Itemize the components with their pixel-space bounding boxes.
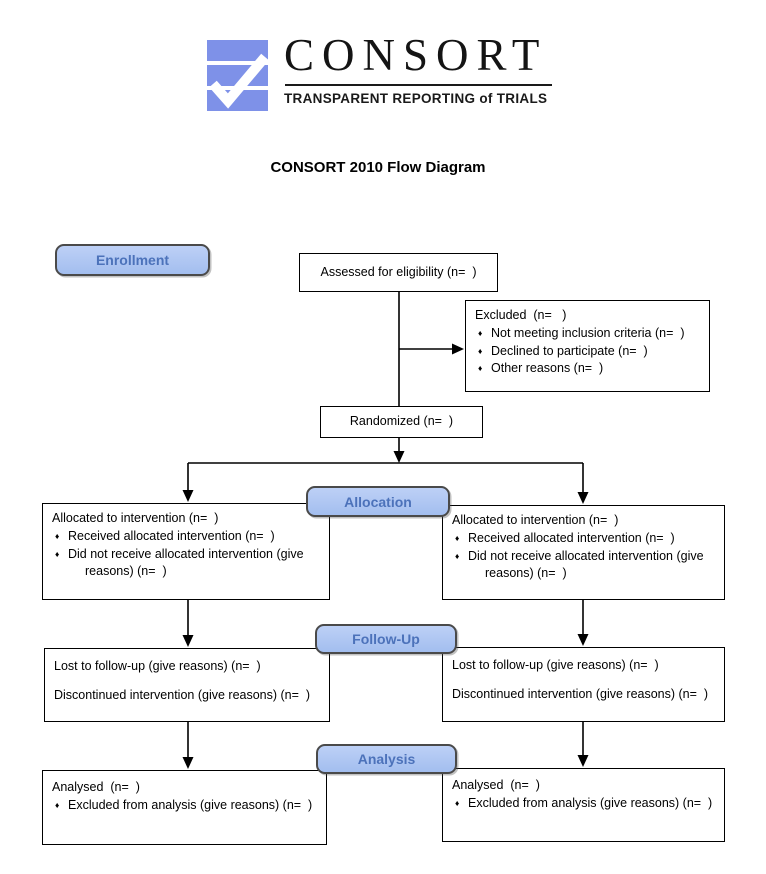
stage-label-followup: Follow-Up [315,624,457,654]
logo-tagline: TRANSPARENT REPORTING of TRIALS [284,91,548,106]
logo-divider [285,84,552,86]
box-excluded-title: Excluded (n= ) [475,308,567,322]
list-item: ♦ Did not receive allocated intervention… [455,548,708,581]
bullet-icon: ♦ [478,327,483,338]
stage-label-allocation: Allocation [306,486,450,517]
consort-logo-icon [207,40,268,111]
arrowhead-junction [393,451,405,463]
box-allocation-right-bullets: ♦ Received allocated intervention (n= ) … [452,530,715,583]
list-item: ♦ Other reasons (n= ) [478,360,700,378]
box-randomized-text: Randomized (n= ) [349,414,454,429]
list-item: ♦ Did not receive allocated intervention… [55,546,308,579]
box-analysis-right: Analysed (n= ) ♦ Excluded from analysis … [442,768,725,842]
list-item: ♦ Not meeting inclusion criteria (n= ) [478,325,700,343]
arrowhead-excluded [452,343,464,355]
bullet-icon: ♦ [55,799,60,810]
box-analysis-right-bullets: ♦ Excluded from analysis (give reasons) … [452,795,715,813]
box-assessed-eligibility: Assessed for eligibility (n= ) [299,253,498,292]
bullet-icon: ♦ [478,345,483,356]
box-allocation-right: Allocated to intervention (n= ) ♦ Receiv… [442,505,725,600]
box-assessed-eligibility-text: Assessed for eligibility (n= ) [320,264,477,279]
list-item: ♦ Declined to participate (n= ) [478,343,700,361]
box-excluded-bullets: ♦ Not meeting inclusion criteria (n= ) ♦… [475,325,700,378]
box-followup-left: Lost to follow-up (give reasons) (n= ) D… [44,648,330,722]
box-analysis-left: Analysed (n= ) ♦ Excluded from analysis … [42,770,327,845]
arrowhead-followup-right [577,634,589,646]
box-followup-left-line1: Lost to follow-up (give reasons) (n= ) [54,659,261,673]
page-title: CONSORT 2010 Flow Diagram [270,159,486,176]
list-item: ♦ Excluded from analysis (give reasons) … [55,797,317,815]
arrowhead-allocation-right [577,492,589,504]
arrowhead-followup-left [182,635,194,647]
box-allocation-left-bullets: ♦ Received allocated intervention (n= ) … [52,528,320,581]
bullet-icon: ♦ [455,797,460,808]
list-item: ♦ Excluded from analysis (give reasons) … [455,795,715,813]
box-analysis-left-title: Analysed (n= ) [52,780,140,794]
arrowhead-analysis-right [577,755,589,767]
list-item: ♦ Received allocated intervention (n= ) [455,530,715,548]
box-excluded: Excluded (n= ) ♦ Not meeting inclusion c… [465,300,710,392]
bullet-icon: ♦ [455,550,460,561]
stage-label-enrollment: Enrollment [55,244,210,276]
box-followup-right: Lost to follow-up (give reasons) (n= ) D… [442,647,725,722]
box-followup-right-line2: Discontinued intervention (give reasons)… [452,686,709,701]
arrowhead-allocation-left [182,490,194,502]
bullet-icon: ♦ [478,363,483,374]
box-randomized: Randomized (n= ) [320,406,483,438]
box-allocation-left-title: Allocated to intervention (n= ) [52,511,219,525]
box-followup-left-line2: Discontinued intervention (give reasons)… [54,687,311,702]
list-item: ♦ Received allocated intervention (n= ) [55,528,320,546]
bullet-icon: ♦ [455,532,460,543]
logo-brand-text: CONSORT [284,30,548,80]
bullet-icon: ♦ [55,530,60,541]
arrowhead-analysis-left [182,757,194,769]
box-analysis-right-title: Analysed (n= ) [452,778,540,792]
box-followup-right-line1: Lost to follow-up (give reasons) (n= ) [452,658,659,672]
box-analysis-left-bullets: ♦ Excluded from analysis (give reasons) … [52,797,317,815]
logo-checkmark-icon [209,53,268,109]
box-allocation-right-title: Allocated to intervention (n= ) [452,513,619,527]
stage-label-analysis: Analysis [316,744,457,774]
box-allocation-left: Allocated to intervention (n= ) ♦ Receiv… [42,503,330,600]
bullet-icon: ♦ [55,548,60,559]
